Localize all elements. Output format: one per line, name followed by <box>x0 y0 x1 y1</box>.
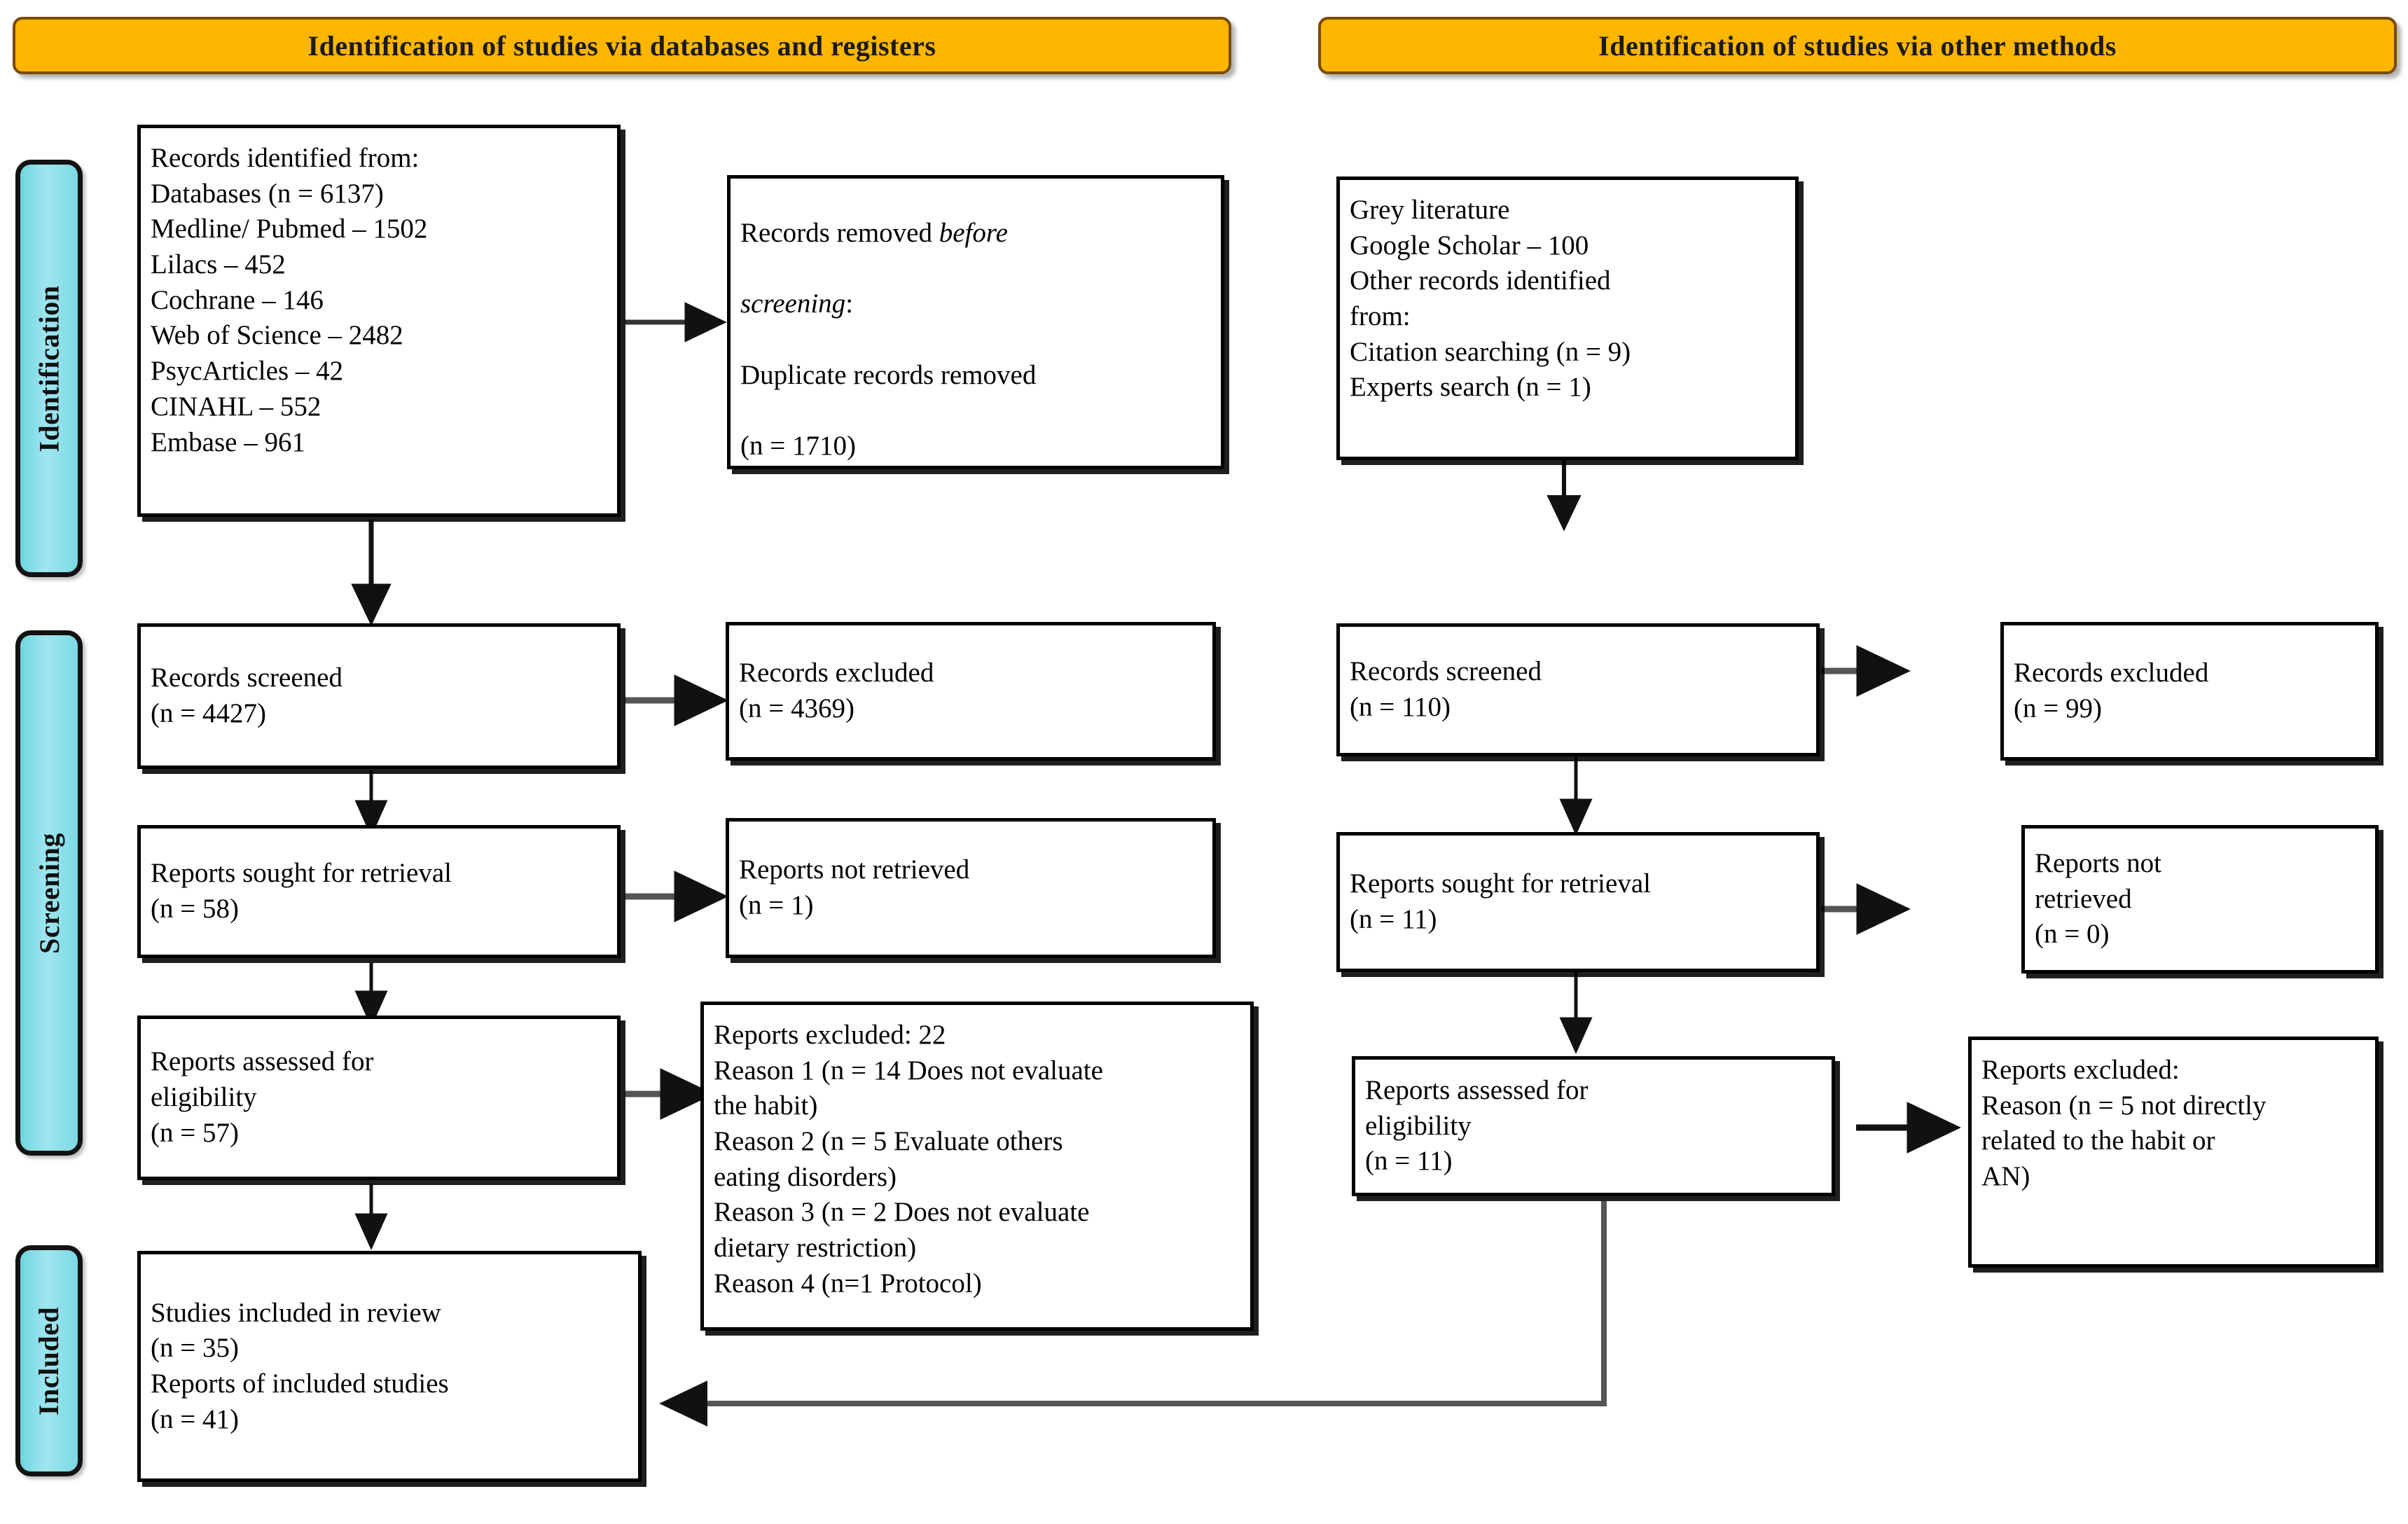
banner-databases-label: Identification of studies via databases … <box>307 29 936 62</box>
box-reports-sought-databases-text: Reports sought for retrieval (n = 58) <box>151 858 452 924</box>
box-reports-sought-other: Reports sought for retrieval (n = 11) <box>1336 832 1820 972</box>
stage-included-label: Included <box>33 1306 65 1415</box>
records-removed-count: (n = 1710) <box>740 431 856 462</box>
box-grey-literature: Grey literature Google Scholar – 100 Oth… <box>1336 176 1799 460</box>
box-records-excluded-databases: Records excluded (n = 4369) <box>726 622 1216 761</box>
box-reports-not-retrieved-other: Reports not retrieved (n = 0) <box>2021 825 2379 974</box>
box-records-identified-text: Records identified from: Databases (n = … <box>151 143 428 457</box>
records-removed-colon: : <box>845 289 854 319</box>
stage-identification-label: Identification <box>33 284 65 452</box>
box-reports-assessed-other-text: Reports assessed for eligibility (n = 11… <box>1365 1074 1589 1177</box>
banner-other-methods-label: Identification of studies via other meth… <box>1598 29 2117 62</box>
box-records-screened-databases: Records screened (n = 4427) <box>137 623 621 769</box>
stage-identification: Identification <box>15 160 83 577</box>
banner-other-methods: Identification of studies via other meth… <box>1318 17 2397 74</box>
box-records-excluded-other-text: Records excluded (n = 99) <box>2014 658 2209 723</box>
box-records-screened-other-text: Records screened (n = 110) <box>1350 656 1542 722</box>
box-records-excluded-databases-text: Records excluded (n = 4369) <box>739 658 934 723</box>
box-reports-excluded-databases-text: Reports excluded: 22 Reason 1 (n = 14 Do… <box>714 1020 1103 1298</box>
box-records-removed: Records removed before screening: Duplic… <box>727 175 1224 469</box>
box-reports-not-retrieved-databases-text: Reports not retrieved (n = 1) <box>739 854 970 920</box>
records-removed-before: before <box>939 217 1008 248</box>
box-reports-excluded-other-text: Reports excluded: Reason (n = 5 not dire… <box>1981 1055 2267 1192</box>
box-records-identified: Records identified from: Databases (n = … <box>137 125 621 517</box>
box-grey-literature-text: Grey literature Google Scholar – 100 Oth… <box>1350 195 1631 403</box>
box-reports-excluded-databases: Reports excluded: 22 Reason 1 (n = 14 Do… <box>700 1002 1254 1331</box>
box-reports-excluded-other: Reports excluded: Reason (n = 5 not dire… <box>1968 1037 2379 1268</box>
box-reports-assessed-other: Reports assessed for eligibility (n = 11… <box>1352 1056 1835 1196</box>
box-reports-assessed-databases: Reports assessed for eligibility (n = 57… <box>137 1016 621 1180</box>
records-removed-screening: screening <box>740 289 846 319</box>
box-studies-included: Studies included in review (n = 35) Repo… <box>137 1251 642 1482</box>
box-reports-not-retrieved-other-text: Reports not retrieved (n = 0) <box>2035 847 2161 950</box>
stage-screening-label: Screening <box>33 832 65 954</box>
box-records-removed-text: Records removed before screening: Duplic… <box>740 180 1211 464</box>
records-removed-duplicate: Duplicate records removed <box>740 359 1037 390</box>
box-records-screened-other: Records screened (n = 110) <box>1336 623 1820 756</box>
banner-databases: Identification of studies via databases … <box>13 17 1231 74</box>
box-reports-sought-other-text: Reports sought for retrieval (n = 11) <box>1350 868 1651 934</box>
box-reports-not-retrieved-databases: Reports not retrieved (n = 1) <box>726 818 1216 958</box>
box-records-excluded-other: Records excluded (n = 99) <box>2000 622 2379 761</box>
box-studies-included-text: Studies included in review (n = 35) Repo… <box>151 1297 449 1434</box>
stage-screening: Screening <box>15 630 83 1156</box>
stage-included: Included <box>15 1245 83 1476</box>
box-records-screened-databases-text: Records screened (n = 4427) <box>151 663 342 728</box>
box-reports-assessed-databases-text: Reports assessed for eligibility (n = 57… <box>151 1046 374 1148</box>
box-reports-sought-databases: Reports sought for retrieval (n = 58) <box>137 825 621 958</box>
records-removed-line1a: Records removed <box>740 217 939 248</box>
